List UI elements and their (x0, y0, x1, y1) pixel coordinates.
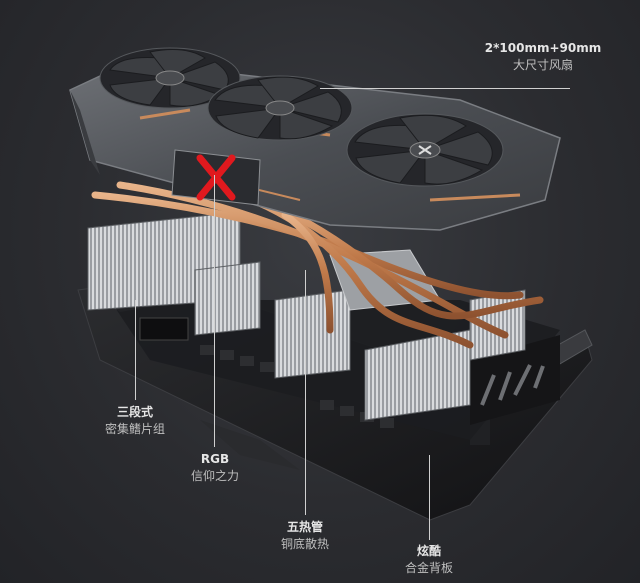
callout-backplate-subtitle: 合金背板 (404, 561, 453, 575)
leader-heatsink (135, 300, 136, 400)
callout-heatsink-subtitle: 密集鳍片组 (104, 422, 165, 436)
callout-heatpipes: 五热管 铜底散热 (260, 519, 350, 553)
leader-rgb (214, 175, 215, 447)
callout-backplate-title: 炫酷 (416, 544, 441, 558)
callout-rgb-title: RGB (200, 452, 230, 466)
leader-heatpipes (305, 270, 306, 515)
leader-backplate (429, 455, 430, 540)
callout-heatsink-title: 三段式 (116, 405, 153, 419)
leader-fans (320, 88, 570, 89)
heatsink-fins (87, 211, 526, 421)
fan-right (346, 113, 504, 187)
callout-heatsink: 三段式 密集鳍片组 (75, 404, 195, 438)
callout-fans: 2*100mm+90mm 大尺寸风扇 (468, 40, 618, 74)
x-logo (418, 145, 432, 155)
callout-rgb: RGB 信仰之力 (170, 451, 260, 485)
callout-heatpipes-title: 五热管 (286, 520, 323, 534)
callout-fans-title: 2*100mm+90mm (484, 41, 602, 55)
callout-fans-subtitle: 大尺寸风扇 (512, 58, 573, 72)
fan-middle (207, 75, 353, 141)
callout-heatpipes-subtitle: 铜底散热 (280, 537, 329, 551)
callout-backplate: 炫酷 合金背板 (384, 543, 474, 577)
callout-rgb-subtitle: 信仰之力 (190, 469, 239, 483)
